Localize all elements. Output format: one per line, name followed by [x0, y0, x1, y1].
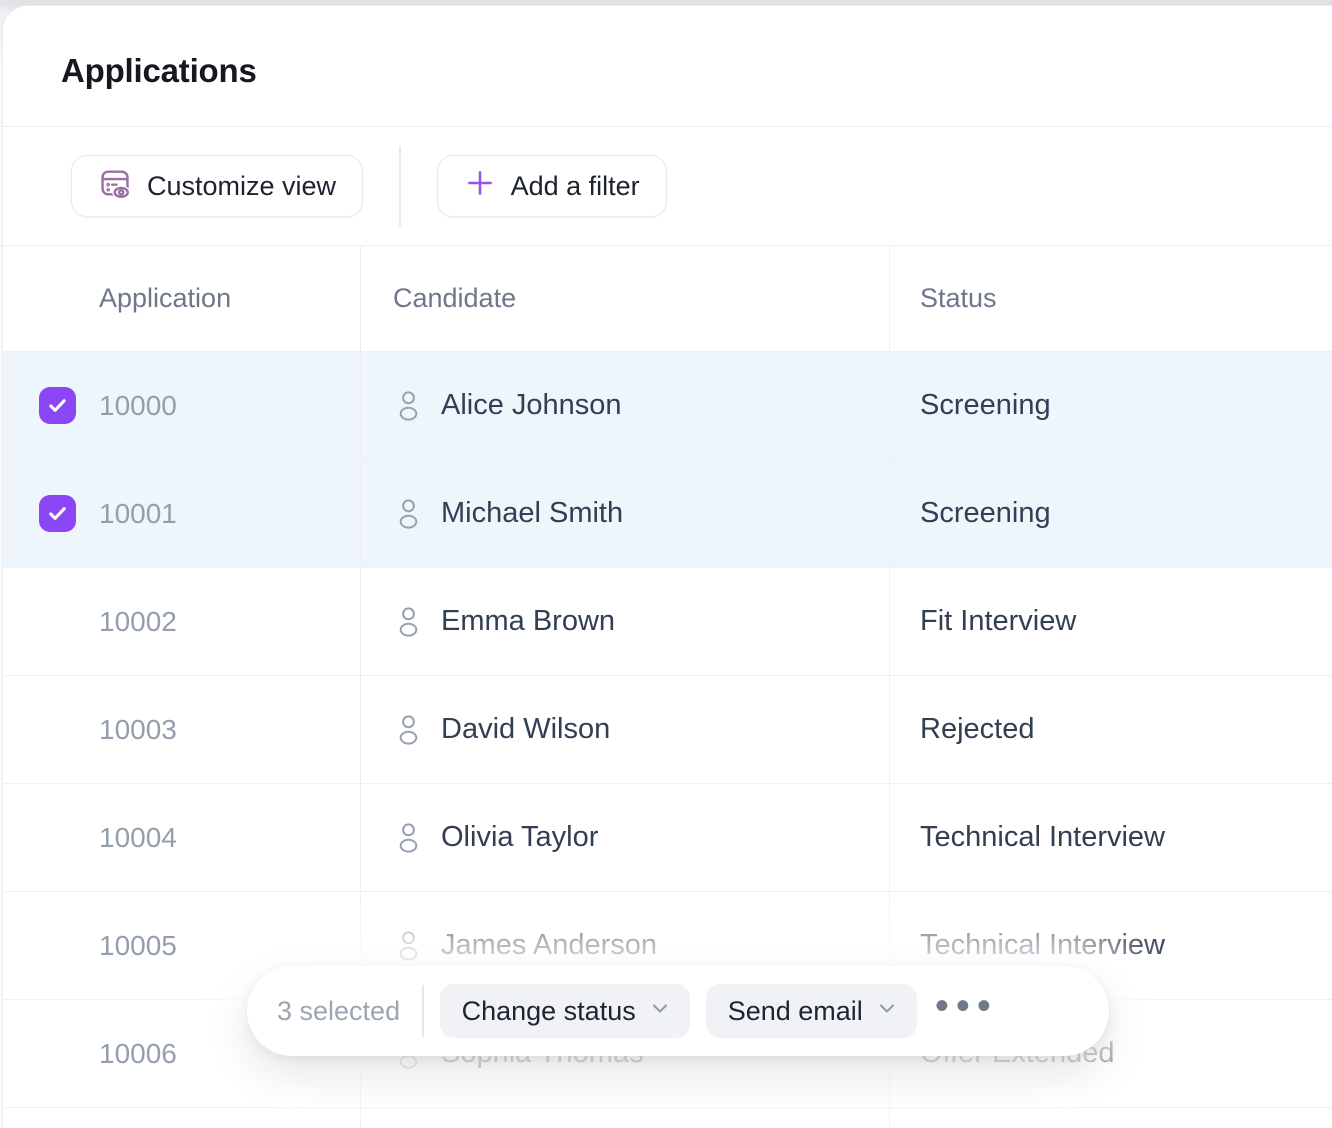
person-icon — [393, 605, 424, 639]
toolbar: Customize view Add a filter — [3, 127, 1332, 246]
status-value: Screening — [920, 389, 1051, 421]
customize-view-button[interactable]: Customize view — [71, 155, 364, 217]
change-status-button[interactable]: Change status — [439, 984, 690, 1038]
add-filter-label: Add a filter — [510, 170, 640, 201]
status-value: Technical Interview — [920, 821, 1165, 853]
status-value: Screening — [920, 497, 1051, 529]
status-value: Technical Interview — [920, 929, 1165, 961]
table-row[interactable]: 10000 Alice Johnson Screening — [3, 352, 1332, 460]
application-id: 10006 — [99, 1037, 177, 1069]
bulk-action-bar: 3 selected Change status Send email ••• — [247, 966, 1109, 1056]
page-title: Applications — [61, 52, 257, 89]
checkmark-icon — [49, 399, 66, 412]
application-id: 10002 — [99, 605, 177, 637]
status-value: Rejected — [920, 713, 1035, 745]
selected-count: 3 selected — [277, 995, 401, 1026]
column-header-candidate: Candidate — [360, 246, 889, 351]
person-icon — [393, 713, 424, 747]
candidate-name: Olivia Taylor — [441, 821, 599, 853]
table-header-row: Application Candidate Status — [3, 246, 1332, 352]
row-checkbox-empty[interactable] — [39, 927, 76, 964]
send-email-button[interactable]: Send email — [705, 984, 917, 1038]
row-checkbox-empty[interactable] — [39, 819, 76, 856]
table-row[interactable]: 10003 David Wilson Rejected — [3, 676, 1332, 784]
row-checkbox-checked[interactable] — [39, 495, 76, 532]
application-id: 10004 — [99, 821, 177, 853]
chevron-down-icon — [648, 996, 672, 1027]
candidate-name: James Anderson — [441, 929, 658, 961]
application-id: 10001 — [99, 497, 177, 529]
candidate-name: Alice Johnson — [441, 389, 622, 421]
table-row[interactable] — [3, 1108, 1332, 1128]
row-checkbox-empty[interactable] — [39, 711, 76, 748]
person-icon — [393, 389, 424, 423]
candidate-name: Emma Brown — [441, 605, 616, 637]
more-actions-button[interactable]: ••• — [935, 961, 998, 1061]
person-icon — [393, 929, 424, 963]
person-icon — [393, 497, 424, 531]
person-icon — [393, 821, 424, 855]
column-header-application: Application — [99, 283, 232, 313]
applications-panel: Applications Customize view — [2, 5, 1332, 1128]
add-filter-button[interactable]: Add a filter — [436, 155, 667, 217]
row-checkbox-empty[interactable] — [39, 603, 76, 640]
change-status-label: Change status — [461, 995, 636, 1026]
row-checkbox-checked[interactable] — [39, 387, 76, 424]
table-row[interactable]: 10004 Olivia Taylor Technical Interview — [3, 784, 1332, 892]
table-row[interactable]: 10002 Emma Brown Fit Interview — [3, 568, 1332, 676]
action-bar-divider — [422, 985, 424, 1037]
table-row[interactable]: 10001 Michael Smith Screening — [3, 460, 1332, 568]
table-eye-icon — [98, 166, 132, 207]
customize-view-label: Customize view — [147, 170, 337, 201]
chevron-down-icon — [875, 996, 899, 1027]
status-value: Fit Interview — [920, 605, 1077, 637]
checkmark-icon — [49, 507, 66, 520]
application-id: 10003 — [99, 713, 177, 745]
plus-icon — [464, 167, 496, 206]
column-header-status: Status — [889, 246, 1332, 351]
application-id: 10000 — [99, 389, 177, 421]
page-header: Applications — [3, 6, 1332, 127]
row-checkbox-empty[interactable] — [39, 1035, 76, 1072]
candidate-name: David Wilson — [441, 713, 611, 745]
toolbar-divider — [399, 146, 401, 226]
send-email-label: Send email — [727, 995, 863, 1026]
application-id: 10005 — [99, 929, 177, 961]
candidate-name: Michael Smith — [441, 497, 624, 529]
